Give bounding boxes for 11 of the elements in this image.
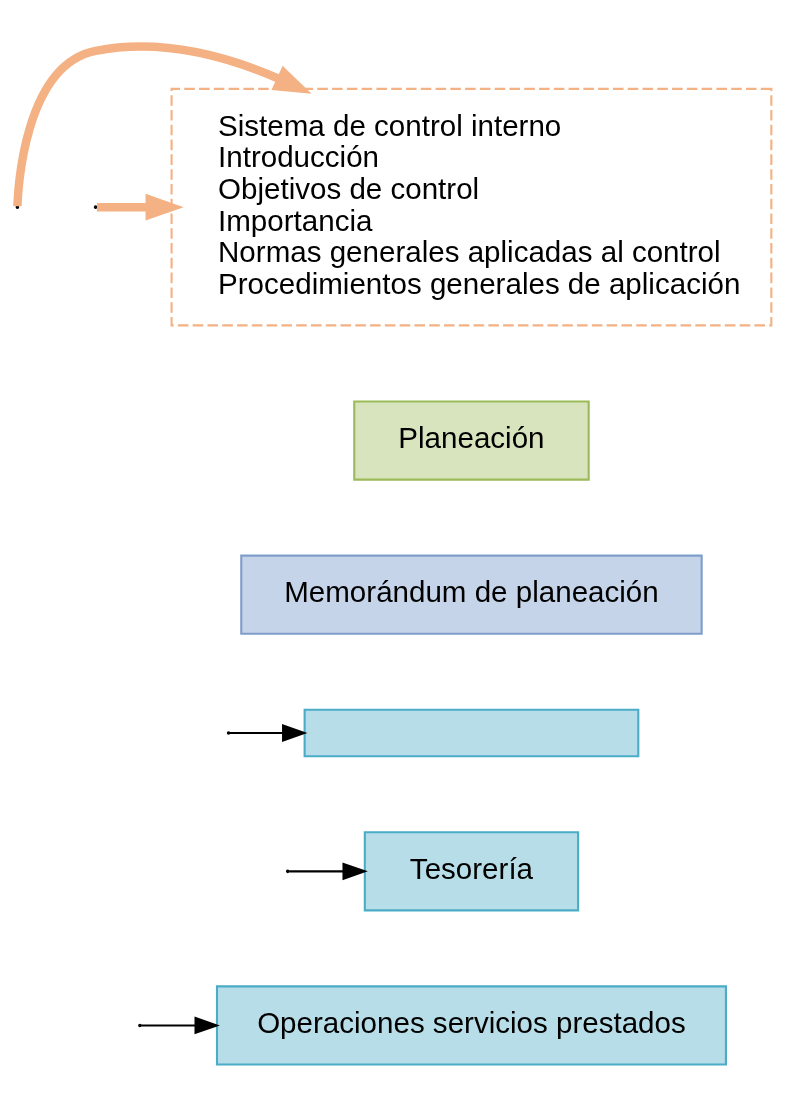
node-box: Memorándum de planeación — [240, 554, 703, 635]
arrow — [289, 861, 368, 880]
arrow — [229, 723, 308, 742]
arrow — [141, 1016, 220, 1034]
node-box: Operaciones servicios prestados — [215, 984, 727, 1066]
node-box: Planeación — [353, 399, 590, 481]
node-box: Sistema de control interno Introducción Objetivos de control Importancia Normas generales aplicadas al control Procedimientos generales de aplicación — [170, 87, 773, 326]
node-box: Tesorería — [363, 830, 580, 911]
arrow — [97, 193, 184, 220]
node-box — [303, 708, 640, 757]
arrow — [13, 41, 312, 206]
